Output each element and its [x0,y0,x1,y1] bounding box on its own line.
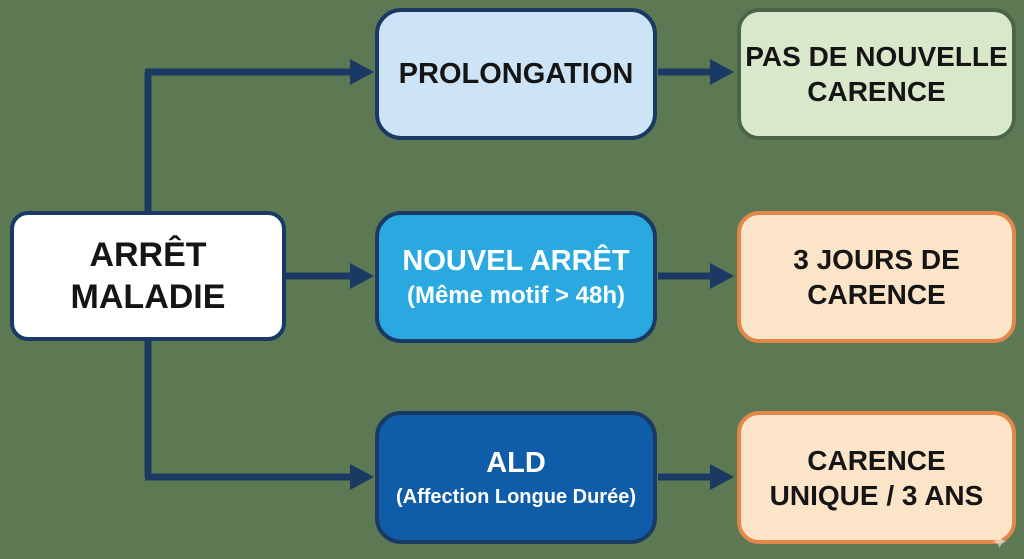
node-carence-unique: CARENCE UNIQUE / 3 ANS [737,411,1016,544]
arrowhead-middle-branch [350,263,374,289]
node-trois-jours-de-carence: 3 JOURS DE CARENCE [737,211,1016,343]
watermark-icon: ✦ [991,532,1008,554]
node-nouvel-arret-subtitle: (Même motif > 48h) [406,282,626,310]
node-prolongation: PROLONGATION [375,8,657,140]
node-ald-title: ALD [486,447,546,480]
node-ald: ALD (Affection Longue Durée) [375,411,657,544]
node-pas-de-nouvelle-carence: PAS DE NOUVELLE CARENCE [737,8,1016,140]
arrowhead-bottom-branch [350,464,374,490]
node-nouvel-arret: NOUVEL ARRÊT (Même motif > 48h) [375,211,657,343]
arrowhead-top-branch [350,59,374,85]
node-trois-jours-de-carence-label: 3 JOURS DE CARENCE [793,244,960,310]
node-ald-subtitle: (Affection Longue Durée) [396,485,636,508]
arrowhead-top-result [710,59,734,85]
node-carence-unique-label: CARENCE UNIQUE / 3 ANS [769,444,984,511]
arrowhead-bottom-result [710,464,734,490]
node-nouvel-arret-title: NOUVEL ARRÊT [402,244,630,277]
node-arret-maladie: ARRÊT MALADIE [10,211,286,341]
node-pas-de-nouvelle-carence-label: PAS DE NOUVELLE CARENCE [745,41,1008,107]
node-arret-maladie-label: ARRÊT MALADIE [70,235,226,317]
node-prolongation-label: PROLONGATION [398,57,634,90]
arrowhead-middle-result [710,263,734,289]
